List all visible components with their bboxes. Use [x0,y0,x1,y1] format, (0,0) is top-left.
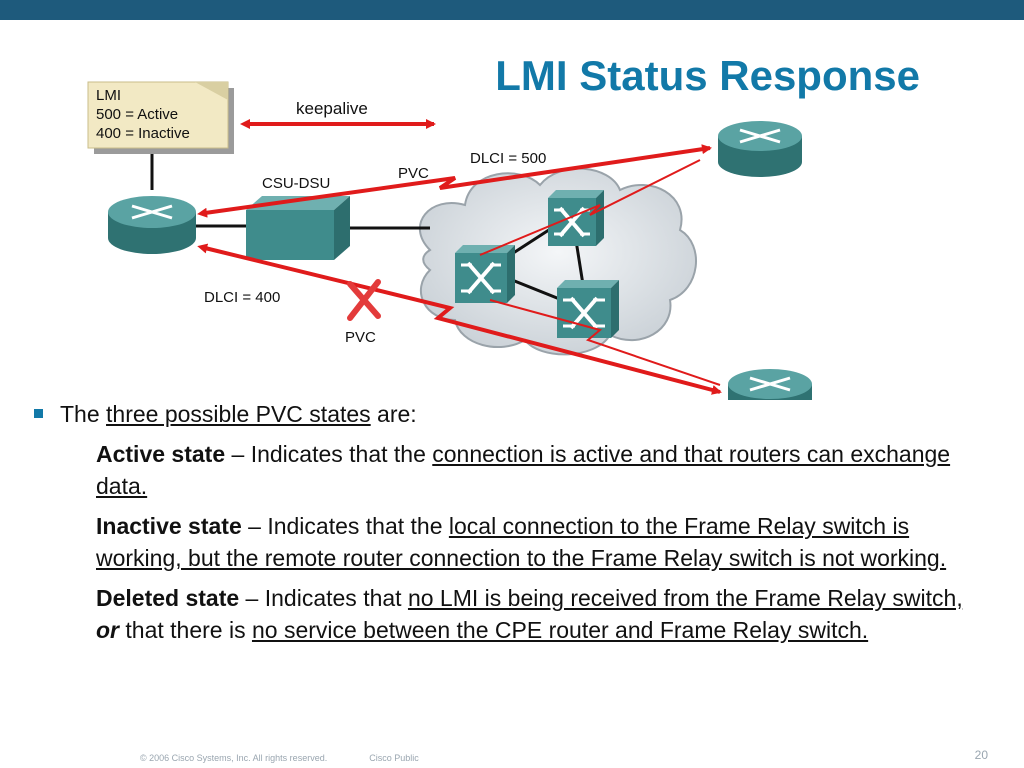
pvc-dlci-400-link [197,243,722,395]
deleted-state-term: Deleted state [96,585,240,611]
top-banner [0,0,1024,20]
footer: © 2006 Cisco Systems, Inc. All rights re… [140,753,419,763]
intro-bullet: The three possible PVC states are: [30,398,980,430]
pvc-label-bottom: PVC [345,329,376,346]
frame-relay-diagram: LMI 500 = Active 400 = Inactive keepaliv… [87,81,812,400]
remote-router-top [718,121,802,177]
deleted-state-item: Deleted state – Indicates that no LMI is… [96,582,976,646]
inactive-state-dash: – Indicates that the [241,513,449,539]
deleted-state-middle: that there is [119,617,252,643]
deleted-state-or: or [96,617,119,643]
pvc-states-list: The three possible PVC states are: Activ… [30,398,980,646]
inactive-state-term: Inactive state [96,513,242,539]
pvc-path-inner-top [479,159,701,256]
frame-relay-switch-right [557,280,619,338]
local-router [108,196,196,254]
intro-prefix: The [60,401,107,427]
frame-relay-switch-top [548,190,604,246]
deleted-state-desc-1: no LMI is being received from the Frame … [407,585,963,611]
deleted-state-dash: – Indicates that [239,585,408,611]
inactive-x-icon [347,279,381,321]
slide-title: LMI Status Response [495,52,920,99]
csu-dsu-label: CSU-DSU [262,175,330,192]
copyright-text: © 2006 Cisco Systems, Inc. All rights re… [140,753,328,763]
note-line-2: 500 = Active [96,106,178,123]
active-state-desc: connection is active and that routers ca… [96,441,951,499]
active-state-term: Active state [96,441,226,467]
pvc-path-inner-bottom [489,299,721,386]
active-state-item: Active state – Indicates that the connec… [96,438,976,502]
square-bullet-icon [34,409,43,418]
inactive-state-item: Inactive state – Indicates that the loca… [96,510,976,574]
lmi-note [87,81,234,190]
dlci-400-label: DLCI = 400 [204,289,280,306]
page-number: 20 [974,748,988,762]
intro-suffix: are: [370,401,417,427]
note-line-1: LMI [96,87,121,104]
dlci-500-label: DLCI = 500 [470,150,546,167]
deleted-state-desc-2: no service between the CPE router and Fr… [251,617,869,643]
remote-router-bottom [728,369,812,400]
inactive-state-desc: local connection to the Frame Relay swit… [96,513,947,571]
keepalive-label: keepalive [296,99,368,118]
active-state-dash: – Indicates that the [225,441,433,467]
pvc-label-top: PVC [398,165,429,182]
intro-underlined: three possible PVC states [106,401,371,427]
classification-text: Cisco Public [369,753,419,763]
pvc-dlci-500-link [197,144,712,218]
note-line-3: 400 = Inactive [96,125,190,142]
